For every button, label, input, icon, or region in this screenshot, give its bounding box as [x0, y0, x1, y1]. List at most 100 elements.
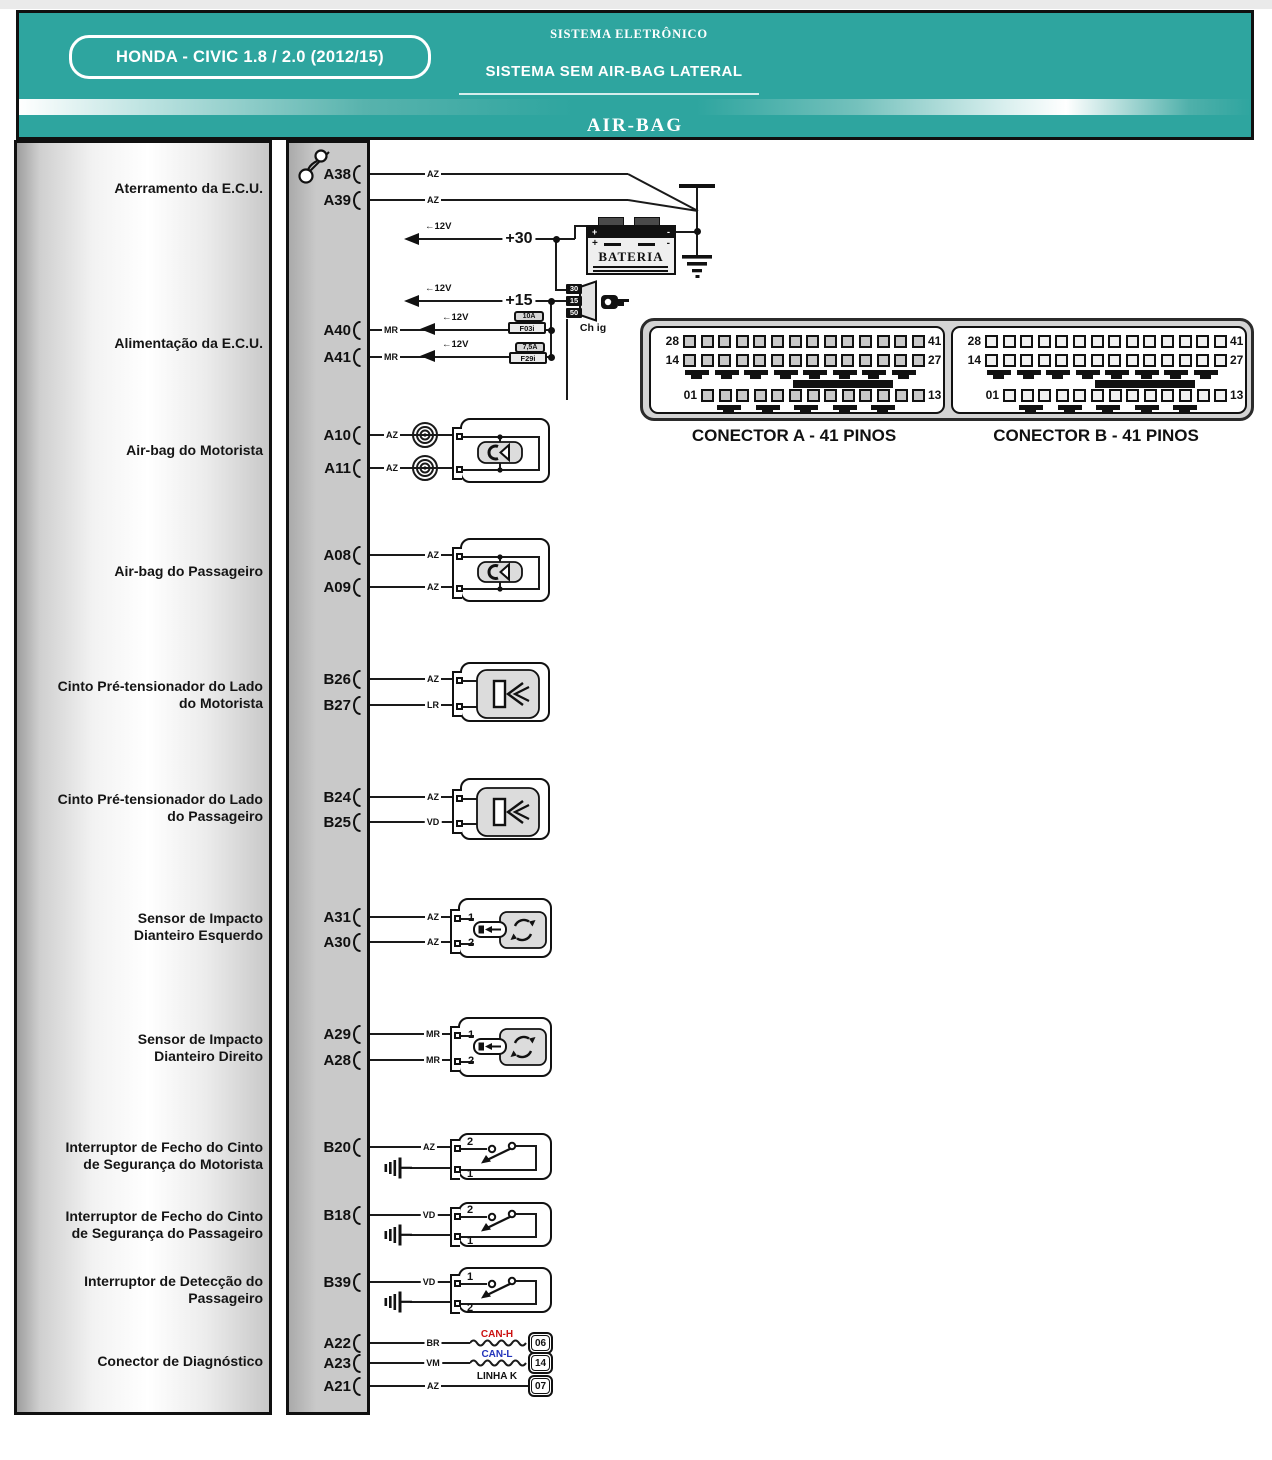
terminal-15-label: +15	[502, 292, 536, 310]
k-line-label: LINHA K	[476, 1371, 518, 1382]
switch-icon	[460, 1209, 537, 1238]
wire-segment	[370, 434, 452, 436]
connector-pin	[1196, 389, 1210, 402]
wire-segment	[410, 1234, 452, 1236]
connector-pin	[454, 940, 461, 947]
battery-minus-sign: -	[666, 238, 670, 249]
pin-row-label: 27	[1230, 353, 1244, 367]
connector-pin	[823, 335, 837, 348]
wire-color-label: LR	[425, 700, 441, 710]
voltage-label: ←12V	[442, 312, 469, 323]
ecu-pin-label: A11	[324, 460, 351, 477]
connector-tab	[1193, 370, 1218, 379]
battery: + - + - BATERIA	[586, 217, 676, 275]
ecu-pin-label: A41	[323, 349, 351, 366]
connector-tab	[1075, 370, 1100, 379]
connector-tab	[1105, 370, 1129, 379]
wire-color-label: VD	[420, 1277, 438, 1287]
pin-notch-icon	[353, 1273, 361, 1292]
wire-color-label: AZ	[425, 937, 441, 947]
wire-color-label: AZ	[425, 1381, 441, 1391]
wire-segment	[566, 319, 568, 400]
connector-pin	[1037, 335, 1051, 348]
connector-pin	[683, 335, 696, 348]
connector-pin	[770, 354, 784, 367]
passenger-detection-switch: 1 2	[450, 1267, 552, 1314]
component-label-panel: Aterramento da E.C.U.Alimentação da E.C.…	[14, 140, 272, 1415]
connector-pin	[1160, 335, 1174, 348]
connector-tab	[714, 370, 739, 379]
passenger-airbag-module	[452, 538, 550, 602]
left-impact-sensor: 1 2	[450, 898, 552, 958]
connector-tab	[871, 405, 895, 414]
connector-pin	[985, 354, 998, 367]
pin-notch-icon	[353, 933, 361, 952]
wire-color-label: AZ	[425, 674, 441, 684]
connector-pin	[824, 389, 838, 402]
system-title: SISTEMA ELETRÔNICO	[550, 27, 708, 41]
can-l-label: CAN-L	[481, 1349, 513, 1360]
earth-ground-icon	[682, 255, 712, 278]
battery-plus-sign: +	[592, 238, 598, 249]
connector-pin	[1126, 389, 1140, 402]
connector-b-view: 28 41 14 27 01 13	[951, 326, 1247, 414]
pin-notch-icon	[353, 670, 361, 689]
left-arrow-icon	[420, 323, 435, 335]
connector-pin	[454, 1166, 461, 1173]
wire-segment	[370, 916, 452, 918]
connector-bracket	[450, 1139, 460, 1180]
connector-bracket	[450, 1207, 460, 1247]
connector-pin	[700, 354, 714, 367]
wire-segment	[370, 821, 452, 823]
junction-dot	[547, 326, 555, 334]
voltage-label: ←12V	[425, 221, 452, 232]
connector-key-bar	[1095, 380, 1195, 388]
connector-tab	[832, 405, 857, 414]
connector-pin	[1178, 389, 1192, 402]
connector-pin	[841, 354, 855, 367]
connector-pin	[454, 1300, 461, 1307]
chassis-ground-icon	[384, 1291, 412, 1313]
connector-pin	[1072, 354, 1086, 367]
wire-color-label: AZ	[425, 792, 441, 802]
connector-pin	[1214, 389, 1228, 402]
ecu-pin-label: B25	[323, 814, 351, 831]
pin-notch-icon	[353, 788, 361, 807]
connector-tab	[832, 370, 857, 379]
connector-tab	[1016, 370, 1041, 379]
connector-pin	[454, 915, 461, 922]
switch-pin-number: 1	[467, 1235, 474, 1247]
connector-pin	[1108, 354, 1122, 367]
connector-pin	[1055, 389, 1069, 402]
connector-tab	[862, 370, 886, 379]
component-label: Air-bag do Motorista	[126, 442, 263, 458]
passenger-buckle-switch: 2 1	[450, 1202, 552, 1247]
system-subtitle: SISTEMA SEM AIR-BAG LATERAL	[485, 63, 743, 80]
diagnostic-pin-07: 07	[528, 1375, 553, 1397]
airbag-banner: AIR-BAG	[19, 115, 1251, 137]
pin-row	[701, 389, 926, 402]
terminal-30-label: +30	[502, 230, 536, 248]
connector-bracket	[452, 789, 462, 834]
pin-notch-icon	[353, 1334, 361, 1353]
component-label: Alimentação da E.C.U.	[114, 335, 263, 351]
wire-segment	[370, 796, 452, 798]
header: HONDA - CIVIC 1.8 / 2.0 (2012/15) SISTEM…	[16, 10, 1254, 140]
driver-airbag-module	[452, 418, 550, 483]
ecu-pin-label: B39	[323, 1274, 351, 1291]
pin-notch-icon	[353, 165, 361, 184]
wire-segment	[410, 1167, 452, 1169]
connector-pin	[788, 354, 802, 367]
connector-pin	[894, 335, 908, 348]
connector-pin	[876, 389, 890, 402]
impact-sensor-icon	[460, 1028, 547, 1066]
connector-pin	[454, 1145, 461, 1152]
connector-pin	[1037, 354, 1051, 367]
twisted-wire-icon	[470, 1359, 527, 1367]
connector-tab	[773, 370, 798, 379]
ecu-pin-label: B24	[323, 789, 351, 806]
connector-tab	[794, 405, 818, 414]
